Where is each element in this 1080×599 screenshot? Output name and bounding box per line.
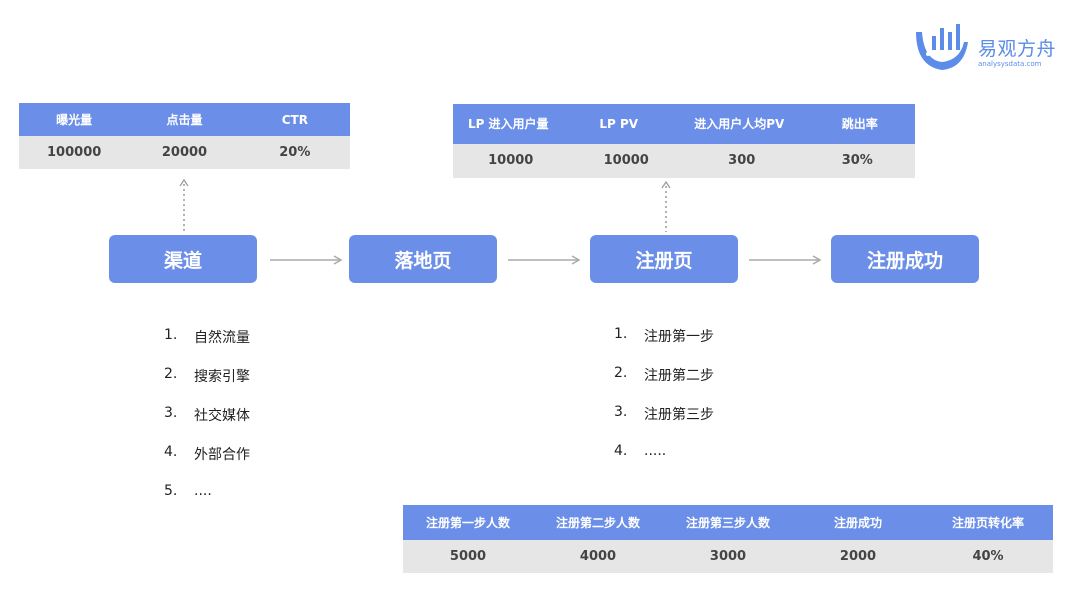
right-arrow-icon bbox=[270, 255, 343, 265]
table-header-row: 注册第一步人数 注册第二步人数 注册第三步人数 注册成功 注册页转化率 bbox=[403, 505, 1053, 540]
header-cell: 注册第二步人数 bbox=[555, 515, 640, 530]
header-cell: LP 进入用户量 bbox=[467, 117, 549, 131]
value-cell: 10000 bbox=[488, 153, 534, 168]
value-cell: 2000 bbox=[839, 548, 877, 564]
header-cell: 注册第三步人数 bbox=[685, 515, 770, 530]
header-cell: 点击量 bbox=[166, 112, 203, 127]
brand-domain: analysysdata.com bbox=[978, 60, 1042, 68]
flow-step-landing-page: 落地页 bbox=[349, 235, 497, 283]
right-arrow-icon bbox=[749, 255, 822, 265]
register-steps-list: 1.注册第一步 2.注册第二步 3.注册第三步 4...... bbox=[614, 326, 714, 482]
table-header-row: 曝光量 点击量 CTR bbox=[19, 103, 350, 136]
list-item: 3.注册第三步 bbox=[614, 404, 714, 423]
value-cell: 300 bbox=[728, 153, 756, 168]
value-cell: 4000 bbox=[579, 548, 617, 564]
value-cell: 40% bbox=[972, 548, 1004, 564]
list-item: 4.外部合作 bbox=[164, 444, 250, 463]
dotted-up-arrow-icon bbox=[179, 178, 189, 232]
header-cell: 注册页转化率 bbox=[951, 515, 1024, 530]
dotted-up-arrow-icon bbox=[661, 180, 671, 232]
whale-bars-icon bbox=[916, 24, 968, 70]
value-cell: 3000 bbox=[709, 548, 747, 564]
table-row: 10000 10000 300 30% bbox=[453, 144, 915, 178]
value-cell: 5000 bbox=[449, 548, 487, 564]
value-cell: 20% bbox=[279, 144, 311, 160]
list-item: 1.自然流量 bbox=[164, 327, 250, 346]
right-arrow-icon bbox=[508, 255, 581, 265]
list-item: 1.注册第一步 bbox=[614, 326, 714, 345]
header-cell: 曝光量 bbox=[56, 112, 93, 127]
value-cell: 100000 bbox=[47, 144, 102, 160]
header-cell: 注册成功 bbox=[833, 515, 882, 530]
value-cell: 20000 bbox=[161, 144, 208, 160]
list-item: 2.注册第二步 bbox=[614, 365, 714, 384]
list-item: 2.搜索引擎 bbox=[164, 366, 250, 385]
register-metrics-table: 注册第一步人数 注册第二步人数 注册第三步人数 注册成功 注册页转化率 5000… bbox=[403, 505, 1053, 573]
value-cell: 10000 bbox=[603, 153, 649, 168]
brand-logo: 易观方舟 analysysdata.com bbox=[912, 22, 1062, 78]
value-cell: 30% bbox=[841, 153, 873, 168]
table-row: 100000 20000 20% bbox=[19, 136, 350, 169]
table-row: 5000 4000 3000 2000 40% bbox=[403, 540, 1053, 573]
brand-name: 易观方舟 bbox=[978, 38, 1057, 60]
header-cell: 跳出率 bbox=[841, 117, 878, 131]
header-cell: LP PV bbox=[599, 117, 639, 131]
header-cell: 注册第一步人数 bbox=[425, 515, 510, 530]
landing-page-metrics-table: LP 进入用户量 LP PV 进入用户人均PV 跳出率 10000 10000 … bbox=[453, 104, 915, 178]
header-cell: 进入用户人均PV bbox=[694, 117, 785, 131]
flow-step-register-success: 注册成功 bbox=[831, 235, 979, 283]
list-item: 3.社交媒体 bbox=[164, 405, 250, 424]
list-item: 4...... bbox=[614, 443, 667, 459]
header-cell: CTR bbox=[281, 112, 308, 127]
channel-source-list: 1.自然流量 2.搜索引擎 3.社交媒体 4.外部合作 5..... bbox=[164, 327, 250, 522]
list-item: 5..... bbox=[164, 483, 212, 499]
flow-step-channel: 渠道 bbox=[109, 235, 257, 283]
table-header-row: LP 进入用户量 LP PV 进入用户人均PV 跳出率 bbox=[453, 104, 915, 144]
traffic-metrics-table: 曝光量 点击量 CTR 100000 20000 20% bbox=[19, 103, 350, 169]
flow-step-register-page: 注册页 bbox=[590, 235, 738, 283]
